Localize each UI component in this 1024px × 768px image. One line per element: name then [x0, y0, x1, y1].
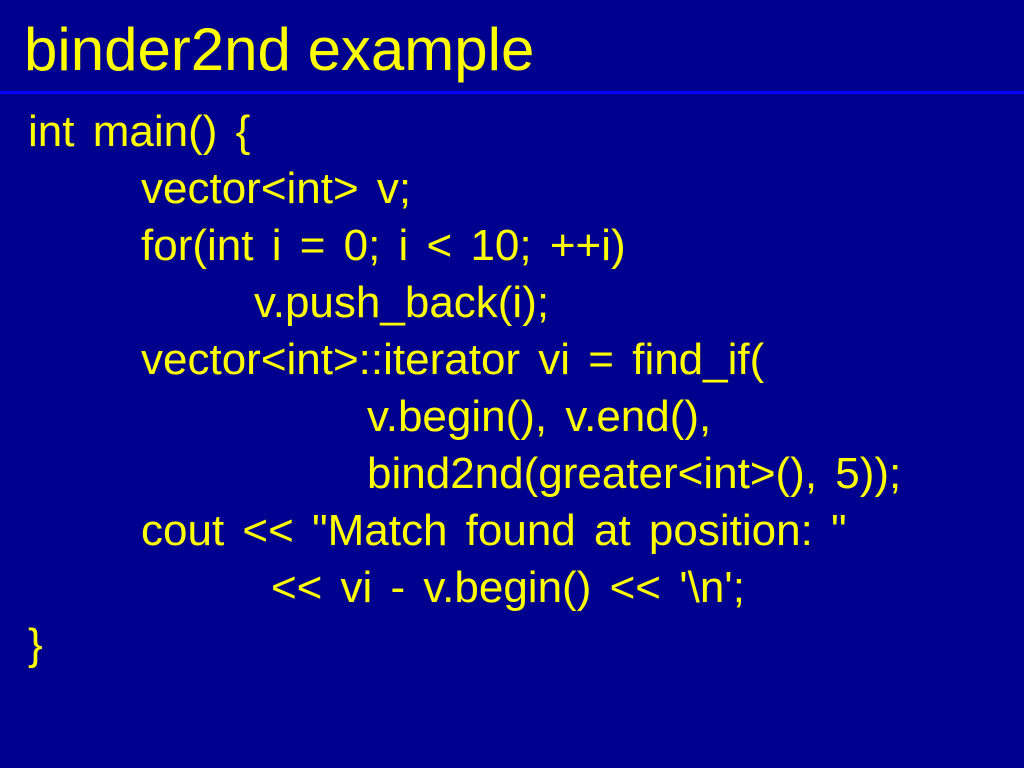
code-line: bind2nd(greater<int>(), 5));: [367, 449, 902, 498]
code-line: cout << "Match found at position: ": [141, 506, 847, 555]
code-line: }: [28, 620, 43, 669]
code-line: v.begin(), v.end(),: [367, 392, 712, 441]
code-line: for(int i = 0; i < 10; ++i): [141, 221, 626, 270]
code-line: vector<int> v;: [141, 164, 412, 213]
title-divider: [0, 91, 1024, 94]
code-line: vector<int>::iterator vi = find_if(: [141, 335, 765, 384]
code-line: v.push_back(i);: [254, 278, 550, 327]
slide-title: binder2nd example: [24, 16, 535, 83]
code-line: int main() {: [28, 107, 251, 156]
code-line: << vi - v.begin() << '\n';: [270, 563, 745, 612]
